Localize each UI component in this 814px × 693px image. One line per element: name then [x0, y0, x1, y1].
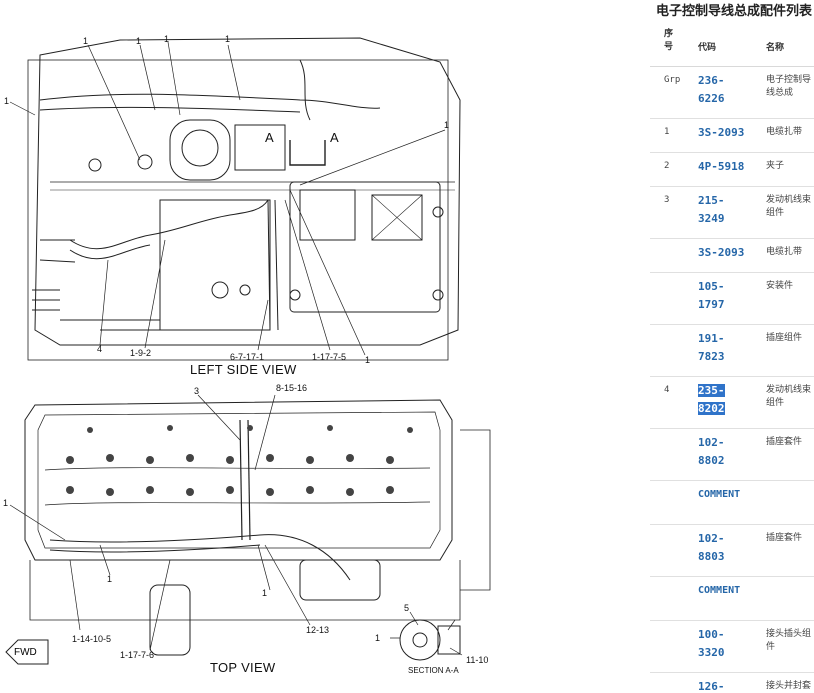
callout-1: 1: [444, 120, 450, 130]
row-name: 安装件: [766, 281, 794, 291]
callout-1: 1: [375, 633, 381, 643]
row-name: 电子控制导线总成: [766, 75, 812, 98]
row-name: 插座套件: [766, 533, 803, 543]
row-code-text: 3S-2093: [698, 126, 745, 139]
left-side-view-title: LEFT SIDE VIEW: [190, 362, 297, 377]
callout-5: 5: [404, 603, 410, 613]
row-code-text: COMMENT: [698, 489, 741, 500]
row-code-text: 3S-2093: [698, 246, 745, 259]
row-name: 接头插头组件: [766, 629, 812, 652]
table-row[interactable]: 105-1797 安装件: [650, 272, 814, 325]
callout-1: 1: [83, 36, 89, 46]
table-row[interactable]: 100-3320 接头插头组件: [650, 620, 814, 673]
callout-1: 1: [107, 574, 113, 584]
row-code-text: 100-3320: [698, 628, 725, 659]
callout-1: 1: [4, 96, 10, 106]
fwd-arrow-icon: [5, 639, 49, 665]
row-code-text: 102-8802: [698, 436, 725, 467]
fwd-label: FWD: [14, 647, 37, 658]
row-code-link[interactable]: 100-3320: [698, 626, 746, 662]
engine-wiring-diagram: FWD LEFT SIDE VIEW TOP VIEW SECTION A-A …: [3, 34, 491, 675]
row-code-link[interactable]: 102-8803: [698, 530, 746, 566]
row-code-link[interactable]: 215-3249: [698, 192, 746, 228]
row-code-text: 126-: [698, 680, 725, 693]
row-code-link[interactable]: 3S-2093: [698, 124, 746, 142]
callout-1-9-2: 1-9-2: [130, 348, 152, 358]
table-row[interactable]: COMMENT: [650, 480, 814, 525]
row-seq: 4: [664, 385, 670, 395]
row-name: 发动机线束组件: [766, 195, 812, 218]
callout-1-14-10-5: 1-14-10-5: [72, 634, 112, 644]
top-view-title: TOP VIEW: [210, 660, 276, 675]
row-code-text: 236-6226: [698, 74, 725, 105]
table-row[interactable]: COMMENT: [650, 576, 814, 621]
table-row[interactable]: 3S-2093 电缆扎带: [650, 238, 814, 273]
row-seq: Grp: [664, 75, 681, 85]
row-name: 电缆扎带: [766, 247, 803, 257]
header-name: 名称: [766, 43, 785, 53]
table-row[interactable]: Grp 236-6226 电子控制导线总成: [650, 66, 814, 119]
parts-list-header: 序号 代码 名称: [650, 22, 814, 67]
row-code-text: 191-7823: [698, 332, 725, 363]
table-row[interactable]: 126- 接头并封套: [650, 672, 814, 693]
section-marker-left: A: [265, 130, 274, 145]
callout-1: 1: [225, 34, 231, 44]
callout-6-7-17-1: 6-7-17-1: [230, 352, 265, 362]
row-seq: 2: [664, 161, 670, 171]
callout-8-15-16: 8-15-16: [276, 383, 308, 393]
row-comment-link[interactable]: COMMENT: [698, 486, 768, 504]
callout-4: 4: [97, 344, 103, 354]
callout-1: 1: [136, 36, 142, 46]
section-view-title: SECTION A-A: [408, 666, 459, 675]
callout-1: 1: [164, 34, 170, 44]
callout-11-10: 11-10: [466, 655, 489, 665]
row-name: 插座组件: [766, 333, 803, 343]
row-code-link[interactable]: 4P-5918: [698, 158, 746, 176]
callout-1: 1: [365, 355, 371, 365]
row-code-text: 215-3249: [698, 194, 725, 225]
row-code-link[interactable]: 236-6226: [698, 72, 746, 108]
table-row[interactable]: 191-7823 插座组件: [650, 324, 814, 377]
row-code-text: 4P-5918: [698, 160, 745, 173]
row-code-link[interactable]: 105-1797: [698, 278, 746, 314]
table-row[interactable]: 1 3S-2093 电缆扎带: [650, 118, 814, 153]
header-code: 代码: [698, 43, 717, 53]
row-name: 发动机线束组件: [766, 385, 812, 408]
callout-12-13: 12-13: [306, 625, 330, 635]
row-code-text: COMMENT: [698, 585, 741, 596]
row-seq: 1: [664, 127, 670, 137]
callout-1: 1: [3, 498, 9, 508]
section-marker-right: A: [330, 130, 339, 145]
row-name: 夹子: [766, 161, 785, 171]
row-code-link[interactable]: 191-7823: [698, 330, 746, 366]
table-row[interactable]: 102-8802 插座套件: [650, 428, 814, 481]
table-row[interactable]: 3 215-3249 发动机线束组件: [650, 186, 814, 239]
callout-1-17-7-6: 1-17-7-6: [120, 650, 155, 660]
row-code-text: 102-8803: [698, 532, 725, 563]
row-comment-link[interactable]: COMMENT: [698, 582, 768, 600]
row-seq: 3: [664, 195, 670, 205]
table-row[interactable]: 4 235-8202 发动机线束组件: [650, 376, 814, 429]
parts-list-title: 电子控制导线总成配件列表: [656, 4, 813, 19]
callout-1-17-7-5: 1-17-7-5: [312, 352, 347, 362]
row-name: 电缆扎带: [766, 127, 803, 137]
row-code-text: 105-1797: [698, 280, 725, 311]
callout-3: 3: [194, 386, 200, 396]
table-row[interactable]: 2 4P-5918 夹子: [650, 152, 814, 187]
row-name: 接头并封套: [766, 681, 812, 691]
row-name: 插座套件: [766, 437, 803, 447]
table-row[interactable]: 102-8803 插座套件: [650, 524, 814, 577]
row-code-link[interactable]: 102-8802: [698, 434, 746, 470]
header-seq: 序号: [664, 29, 674, 52]
diagram-drawing: [5, 37, 491, 665]
row-code-link[interactable]: 235-8202: [698, 382, 746, 418]
callout-1: 1: [262, 588, 268, 598]
row-code-link[interactable]: 126-: [698, 678, 746, 693]
row-code-text: 235-8202: [698, 384, 725, 415]
row-code-link[interactable]: 3S-2093: [698, 244, 746, 262]
parts-list-panel: 电子控制导线总成配件列表 序号 代码 名称 Grp 236-6226 电子控制导线总…: [650, 0, 814, 693]
